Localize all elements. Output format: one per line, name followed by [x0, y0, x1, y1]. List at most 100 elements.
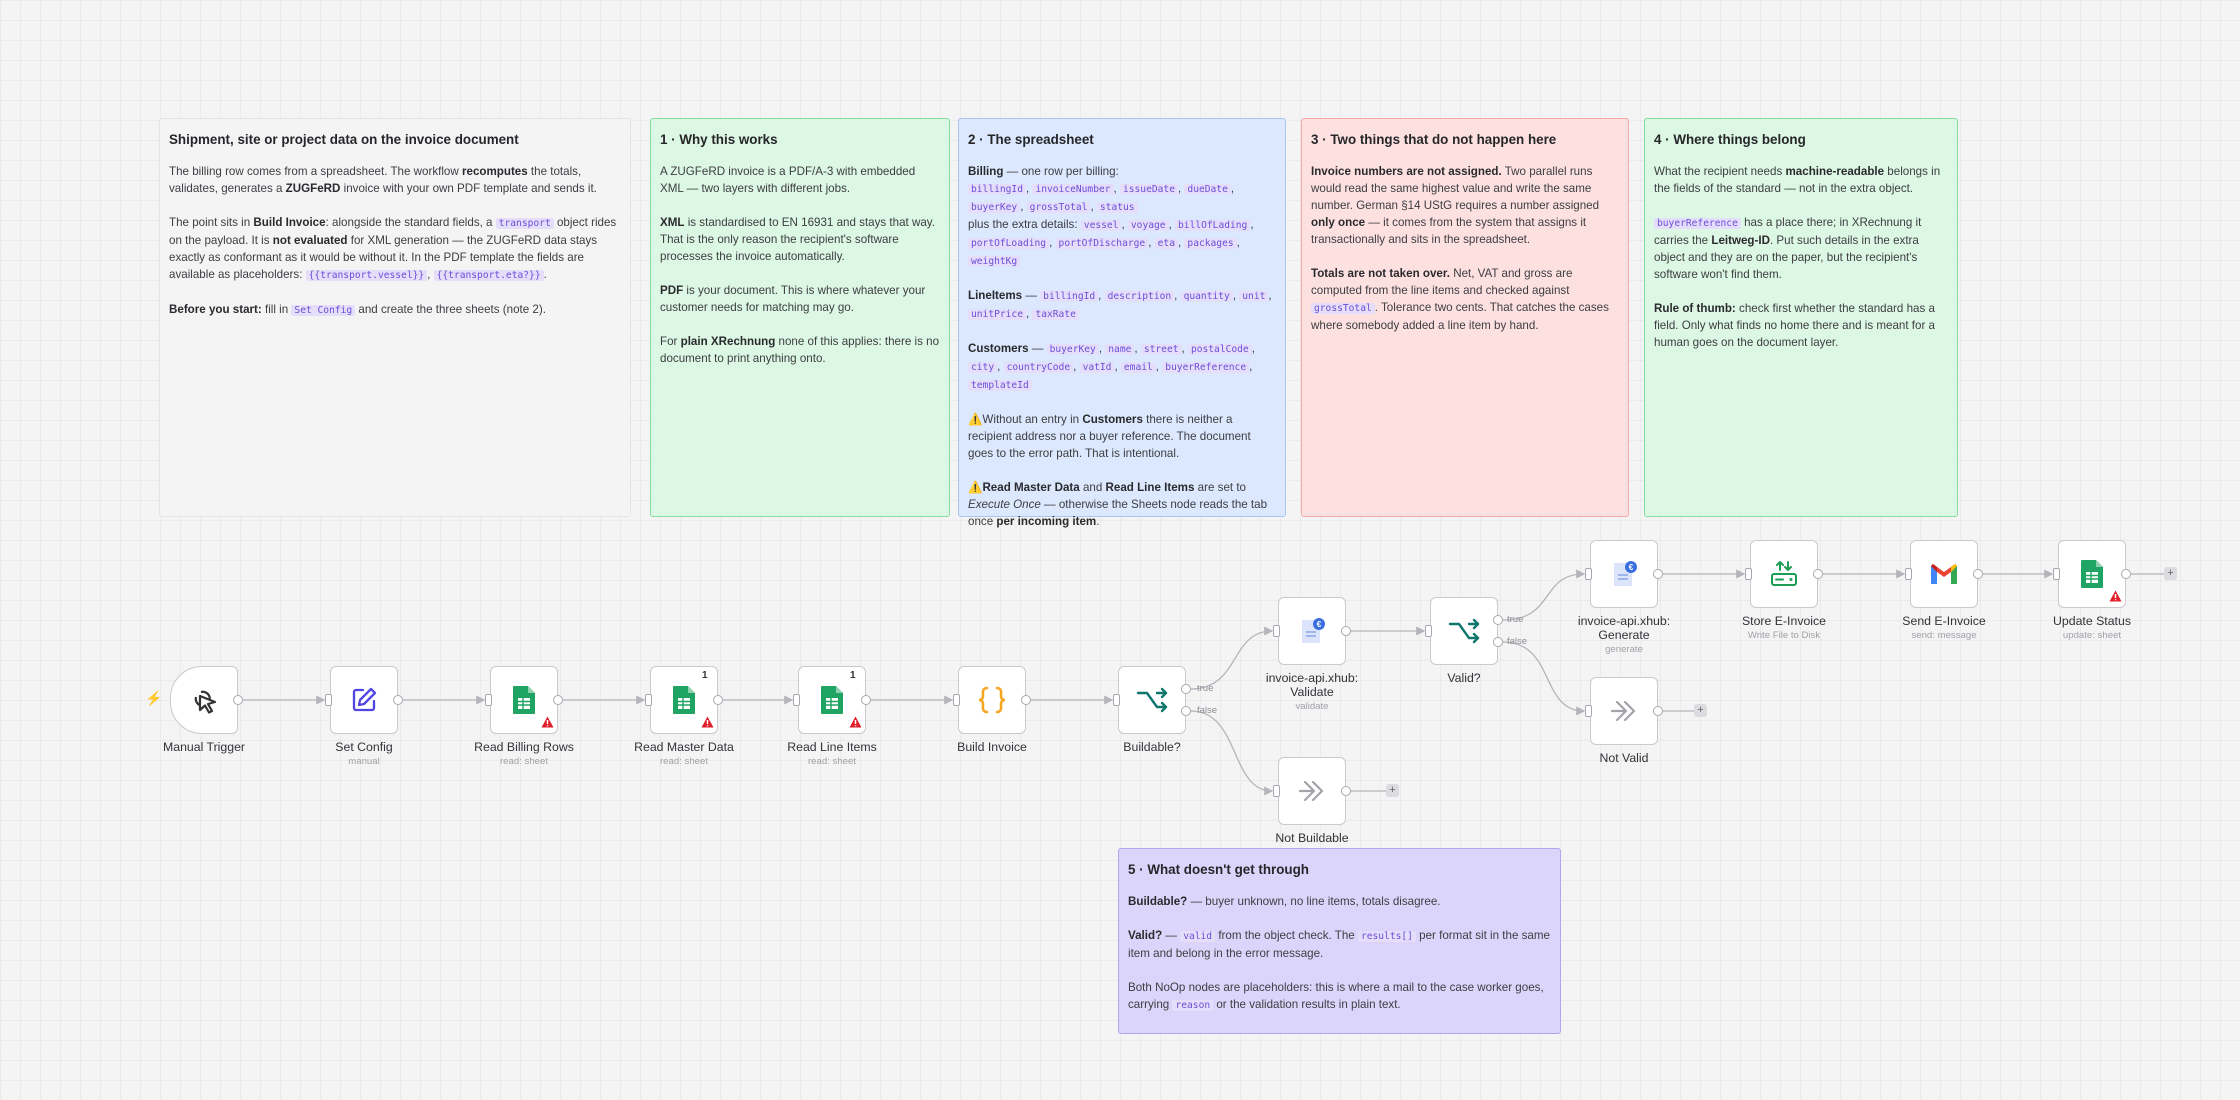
- output-port[interactable]: [1341, 626, 1351, 636]
- input-port[interactable]: [1585, 568, 1592, 580]
- field-chip: name: [1105, 344, 1135, 355]
- field-chip: billOfLading: [1175, 220, 1251, 231]
- field-chip: voyage: [1127, 220, 1169, 231]
- add-node-button[interactable]: +: [2164, 567, 2177, 580]
- field-chip: packages: [1184, 238, 1237, 249]
- node-subtitle: generate: [1605, 644, 1643, 655]
- input-port[interactable]: [485, 694, 492, 706]
- node-subtitle: Write File to Disk: [1747, 630, 1821, 641]
- output-port[interactable]: [233, 695, 243, 705]
- output-port[interactable]: [1653, 569, 1663, 579]
- warning-icon: [701, 716, 714, 728]
- input-port[interactable]: [793, 694, 800, 706]
- node-label: Not Buildable: [1275, 831, 1349, 845]
- input-port[interactable]: [953, 694, 960, 706]
- node-update-status[interactable]: [2058, 540, 2126, 608]
- field-chip: quantity: [1180, 291, 1233, 302]
- field-chip: vessel: [1080, 220, 1122, 231]
- node-invoice-api-validate[interactable]: €: [1278, 597, 1346, 665]
- node-not-buildable[interactable]: [1278, 757, 1346, 825]
- gmail-icon: [1931, 564, 1957, 584]
- execute-once-badge: 1: [702, 670, 708, 681]
- input-port[interactable]: [1585, 705, 1592, 717]
- input-port[interactable]: [1113, 694, 1120, 706]
- node-send-e-invoice[interactable]: [1910, 540, 1978, 608]
- output-port[interactable]: [393, 695, 403, 705]
- false-output-port[interactable]: [1493, 637, 1503, 647]
- add-node-button[interactable]: +: [1386, 784, 1399, 797]
- execute-once-badge: 1: [850, 670, 856, 681]
- true-port-label: true: [1507, 614, 1524, 625]
- output-port[interactable]: [861, 695, 871, 705]
- field-chip: invoiceNumber: [1032, 184, 1114, 195]
- trigger-bolt-icon: ⚡: [145, 690, 163, 706]
- output-port[interactable]: [1021, 695, 1031, 705]
- node-invoice-api-generate[interactable]: €: [1590, 540, 1658, 608]
- node-label: invoice-api.xhub: Generate: [1577, 614, 1671, 642]
- pencil-edit-icon: [352, 687, 377, 712]
- input-port[interactable]: [1273, 625, 1280, 637]
- warning-icon: [849, 716, 862, 728]
- node-buildable[interactable]: [1118, 666, 1186, 734]
- field-chip: portOfLoading: [968, 238, 1050, 249]
- input-port[interactable]: [1905, 568, 1912, 580]
- field-chip: issueDate: [1119, 184, 1178, 195]
- code-braces-icon: [978, 686, 1006, 714]
- field-chip: taxRate: [1032, 309, 1079, 320]
- customers-fields: buyerKey, name, street, postalCode, city…: [968, 342, 1255, 391]
- field-chip: billingId: [1040, 291, 1099, 302]
- field-chip: email: [1120, 362, 1156, 373]
- input-port[interactable]: [645, 694, 652, 706]
- output-port[interactable]: [2121, 569, 2131, 579]
- note-title: 2 · The spreadsheet: [968, 132, 1094, 147]
- note-what-doesnt-get-through: 5 · What doesn't get through Buildable? …: [1118, 848, 1561, 1034]
- input-port[interactable]: [1273, 785, 1280, 797]
- node-set-config[interactable]: [330, 666, 398, 734]
- node-label: Store E-Invoice: [1741, 614, 1827, 628]
- field-chip: countryCode: [1003, 362, 1074, 373]
- output-port[interactable]: [1973, 569, 1983, 579]
- note-title: Shipment, site or project data on the in…: [169, 132, 519, 147]
- svg-text:€: €: [1317, 620, 1322, 629]
- input-port[interactable]: [325, 694, 332, 706]
- true-output-port[interactable]: [1493, 615, 1503, 625]
- true-port-label: true: [1197, 683, 1214, 694]
- output-port[interactable]: [1813, 569, 1823, 579]
- true-output-port[interactable]: [1181, 684, 1191, 694]
- output-port[interactable]: [1653, 706, 1663, 716]
- node-valid[interactable]: [1430, 597, 1498, 665]
- input-port[interactable]: [1425, 625, 1432, 637]
- field-chip: unit: [1239, 291, 1269, 302]
- input-port[interactable]: [2053, 568, 2060, 580]
- node-label: Not Valid: [1599, 751, 1649, 765]
- input-port[interactable]: [1745, 568, 1752, 580]
- write-file-disk-icon: [1771, 561, 1797, 586]
- false-output-port[interactable]: [1181, 706, 1191, 716]
- node-store-e-invoice[interactable]: [1750, 540, 1818, 608]
- add-node-button[interactable]: +: [1694, 704, 1707, 717]
- node-subtitle: send: message: [1911, 630, 1977, 641]
- node-not-valid[interactable]: [1590, 677, 1658, 745]
- edge-valid-false-notvalid: [1502, 641, 1586, 716]
- google-sheets-icon: [673, 686, 695, 714]
- node-label: Build Invoice: [957, 740, 1027, 754]
- false-port-label: false: [1197, 705, 1218, 716]
- note-where-things-belong: 4 · Where things belong What the recipie…: [1644, 118, 1958, 517]
- note-title: 1 · Why this works: [660, 132, 778, 147]
- field-chip: eta: [1154, 238, 1178, 249]
- node-label: Buildable?: [1123, 740, 1181, 754]
- google-sheets-icon: [513, 686, 535, 714]
- field-chip: status: [1096, 202, 1138, 213]
- node-manual-trigger[interactable]: [170, 666, 238, 734]
- output-port[interactable]: [553, 695, 563, 705]
- node-label: Manual Trigger: [162, 740, 246, 754]
- note-title: 5 · What doesn't get through: [1128, 862, 1309, 877]
- output-port[interactable]: [713, 695, 723, 705]
- edge-buildable-false-notbuildable: [1190, 710, 1274, 796]
- node-label: Read Master Data: [634, 740, 734, 754]
- node-build-invoice[interactable]: [958, 666, 1026, 734]
- node-label: Read Line Items: [787, 740, 877, 754]
- field-chip: buyerKey: [1046, 344, 1099, 355]
- node-subtitle: read: sheet: [807, 756, 856, 767]
- output-port[interactable]: [1341, 786, 1351, 796]
